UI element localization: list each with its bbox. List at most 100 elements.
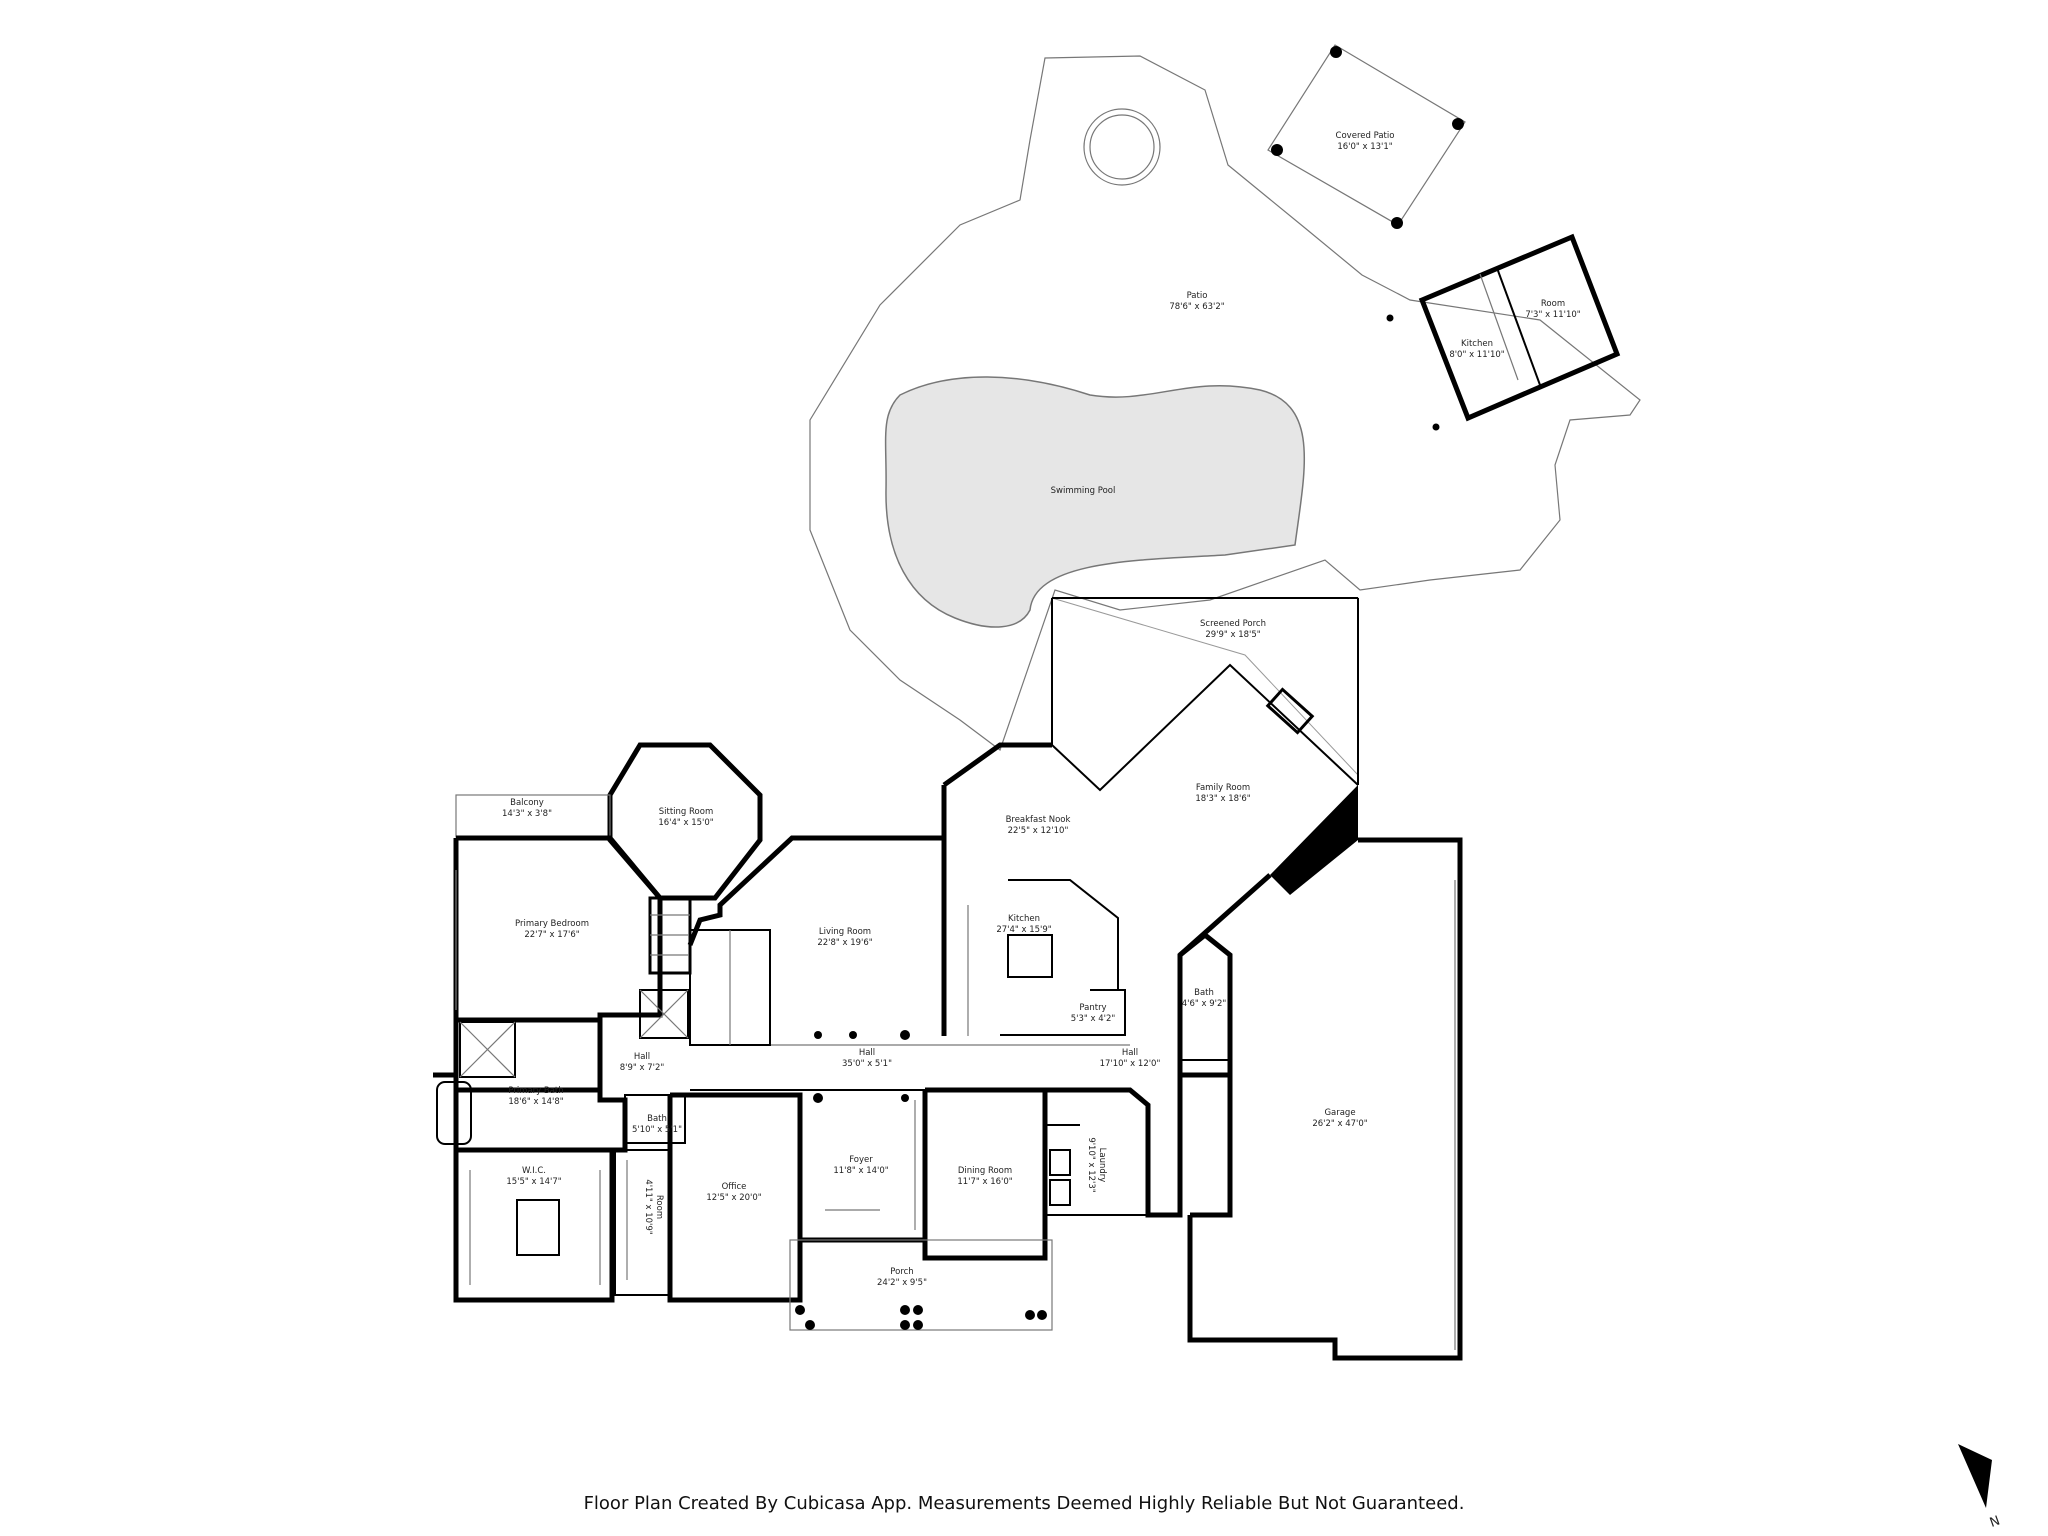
small-bath-walls (624, 1094, 686, 1144)
garage-bath-walls (1178, 931, 1233, 1218)
kitchen-island (1007, 934, 1053, 978)
laundry-walls (1045, 1075, 1183, 1218)
room-dimensions: 16'0" x 13'1" (1337, 142, 1392, 152)
patio-outline (809, 55, 1641, 751)
family-room-walls (1051, 663, 1359, 792)
room-dimensions: 4'6" x 9'2" (1182, 999, 1227, 1009)
room-dimensions: 16'4" x 15'0" (658, 818, 713, 828)
room-label: Swimming Pool (1051, 486, 1116, 496)
elevator (639, 989, 689, 1039)
living-room-walls (687, 835, 944, 946)
room-label: Porch (890, 1267, 913, 1277)
label-hall-east: Hall 17'10" x 12'0" (1100, 1048, 1161, 1069)
room-label: Bath (647, 1114, 667, 1124)
bathtub (436, 1081, 472, 1145)
wic-island (516, 1199, 560, 1256)
room-label: Patio (1187, 291, 1208, 301)
room-dimensions: 18'3" x 18'6" (1195, 794, 1250, 804)
kitchen-counters (1008, 879, 1119, 990)
porch-outline (789, 1239, 1053, 1331)
room-label: Garage (1324, 1108, 1355, 1118)
north-arrow-icon: N (1958, 1444, 2002, 1530)
main-house-north-walls (942, 742, 1052, 788)
label-kitchen: Kitchen 27'4" x 15'9" (996, 914, 1051, 935)
label-bath-garage: Bath 4'6" x 9'2" (1182, 988, 1227, 1009)
label-laundry: Laundry 9'10" x 12'3" (1086, 1137, 1107, 1192)
room-label: Kitchen (1008, 914, 1040, 924)
room-labels: Covered Patio 16'0" x 13'1" Patio 78'6" … (502, 131, 1581, 1288)
label-office: Office 12'5" x 20'0" (706, 1182, 761, 1203)
room-label: Primary Bedroom (515, 919, 589, 929)
laundry-dryer (1049, 1179, 1071, 1206)
room-dimensions: 4'11" x 10'9" (643, 1179, 653, 1234)
room-label: Kitchen (1461, 339, 1493, 349)
room-label: Balcony (510, 798, 544, 808)
room-label: Covered Patio (1336, 131, 1395, 141)
room-dimensions: 5'3" x 4'2" (1071, 1014, 1116, 1024)
fireplace-family (1265, 687, 1315, 735)
room-dimensions: 8'0" x 11'10" (1449, 350, 1504, 360)
room-dimensions: 26'2" x 47'0" (1312, 1119, 1367, 1129)
label-living-room: Living Room 22'8" x 19'6" (817, 927, 872, 948)
label-sitting-room: Sitting Room 16'4" x 15'0" (658, 807, 713, 828)
foyer-walls (797, 1090, 928, 1243)
room-dimensions: 7'3" x 11'10" (1525, 310, 1580, 320)
round-planter (1083, 108, 1161, 186)
label-screened-porch: Screened Porch 29'9" x 18'5" (1200, 619, 1266, 640)
primary-bath-walls (433, 1017, 628, 1153)
room-label: W.I.C. (522, 1166, 546, 1176)
dining-room-walls (922, 1087, 1048, 1261)
primary-bedroom-walls (453, 835, 663, 1093)
label-pantry: Pantry 5'3" x 4'2" (1071, 1003, 1116, 1024)
room-dimensions: 78'6" x 63'2" (1169, 302, 1224, 312)
room-dimensions: 8'9" x 7'2" (620, 1063, 665, 1073)
swimming-pool-shape (884, 376, 1306, 628)
label-primary-bath: Primary Bath 18'6" x 14'8" (508, 1086, 563, 1107)
room-dimensions: 27'4" x 15'9" (996, 925, 1051, 935)
label-outdoor-room: Room 7'3" x 11'10" (1525, 299, 1580, 320)
room-dimensions: 24'2" x 9'5" (877, 1278, 927, 1288)
footer-disclaimer: Floor Plan Created By Cubicasa App. Meas… (583, 1493, 1465, 1514)
room-dimensions: 9'10" x 12'3" (1086, 1137, 1096, 1192)
compass-n-label: N (1988, 1513, 2002, 1530)
room-label: Primary Bath (508, 1086, 563, 1096)
label-garage: Garage 26'2" x 47'0" (1312, 1108, 1367, 1129)
label-hall-main: Hall 35'0" x 5'1" (842, 1048, 892, 1069)
closet-room-walls (614, 1149, 671, 1296)
label-covered-patio: Covered Patio 16'0" x 13'1" (1336, 131, 1395, 152)
label-dining-room: Dining Room 11'7" x 16'0" (957, 1166, 1012, 1187)
label-outdoor-kitchen: Kitchen 8'0" x 11'10" (1449, 339, 1504, 360)
room-label: Laundry (1097, 1148, 1107, 1183)
room-dimensions: 17'10" x 12'0" (1100, 1059, 1161, 1069)
label-foyer: Foyer 11'8" x 14'0" (833, 1155, 888, 1176)
room-dimensions: 29'9" x 18'5" (1205, 630, 1260, 640)
label-breakfast-nook: Breakfast Nook 22'5" x 12'10" (1006, 815, 1071, 836)
room-label: Hall (1122, 1048, 1138, 1058)
label-porch: Porch 24'2" x 9'5" (877, 1267, 927, 1288)
shower (459, 1021, 516, 1078)
room-label: Dining Room (958, 1166, 1012, 1176)
room-dimensions: 12'5" x 20'0" (706, 1193, 761, 1203)
room-label: Hall (634, 1052, 650, 1062)
room-label: Screened Porch (1200, 619, 1266, 629)
laundry-washer (1049, 1149, 1071, 1176)
pool-house-walls (1418, 233, 1621, 422)
office-walls (667, 1092, 803, 1303)
label-family-room: Family Room 18'3" x 18'6" (1195, 783, 1250, 804)
room-label: Room (654, 1195, 664, 1219)
label-wic: W.I.C. 15'5" x 14'7" (506, 1166, 561, 1187)
room-dimensions: 15'5" x 14'7" (506, 1177, 561, 1187)
label-room-closet: Room 4'11" x 10'9" (643, 1179, 664, 1234)
wic-walls (453, 1150, 615, 1303)
room-dimensions: 11'7" x 16'0" (957, 1177, 1012, 1187)
label-bath-small: Bath 5'10" x 5'1" (632, 1114, 682, 1135)
room-label: Family Room (1196, 783, 1250, 793)
room-dimensions: 35'0" x 5'1" (842, 1059, 892, 1069)
room-label: Bath (1194, 988, 1214, 998)
room-label: Pantry (1079, 1003, 1106, 1013)
room-label: Sitting Room (659, 807, 713, 817)
room-dimensions: 11'8" x 14'0" (833, 1166, 888, 1176)
room-dimensions: 18'6" x 14'8" (508, 1097, 563, 1107)
room-dimensions: 22'8" x 19'6" (817, 938, 872, 948)
